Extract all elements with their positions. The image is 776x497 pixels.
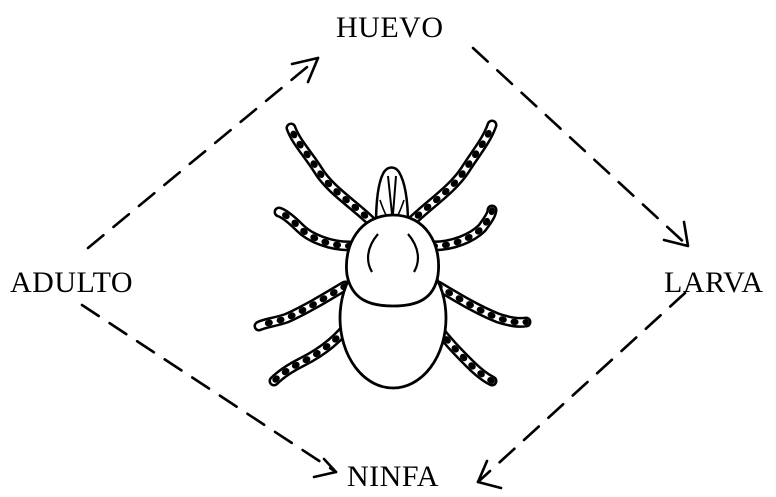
tick-leg-front-left [291, 128, 374, 224]
stage-label-larva: LARVA [664, 268, 764, 298]
tick-body [340, 215, 446, 388]
tick-leg-third-right [438, 286, 526, 322]
tick-leg-front-right [409, 125, 492, 224]
stage-label-nymph: NINFA [347, 462, 439, 492]
tick-leg-second-left [279, 212, 350, 246]
stage-label-adult: ADULTO [10, 268, 133, 298]
stage-label-egg: HUEVO [336, 13, 444, 43]
tick-leg-second-right [433, 210, 492, 246]
tick-leg-third-left [259, 286, 345, 326]
